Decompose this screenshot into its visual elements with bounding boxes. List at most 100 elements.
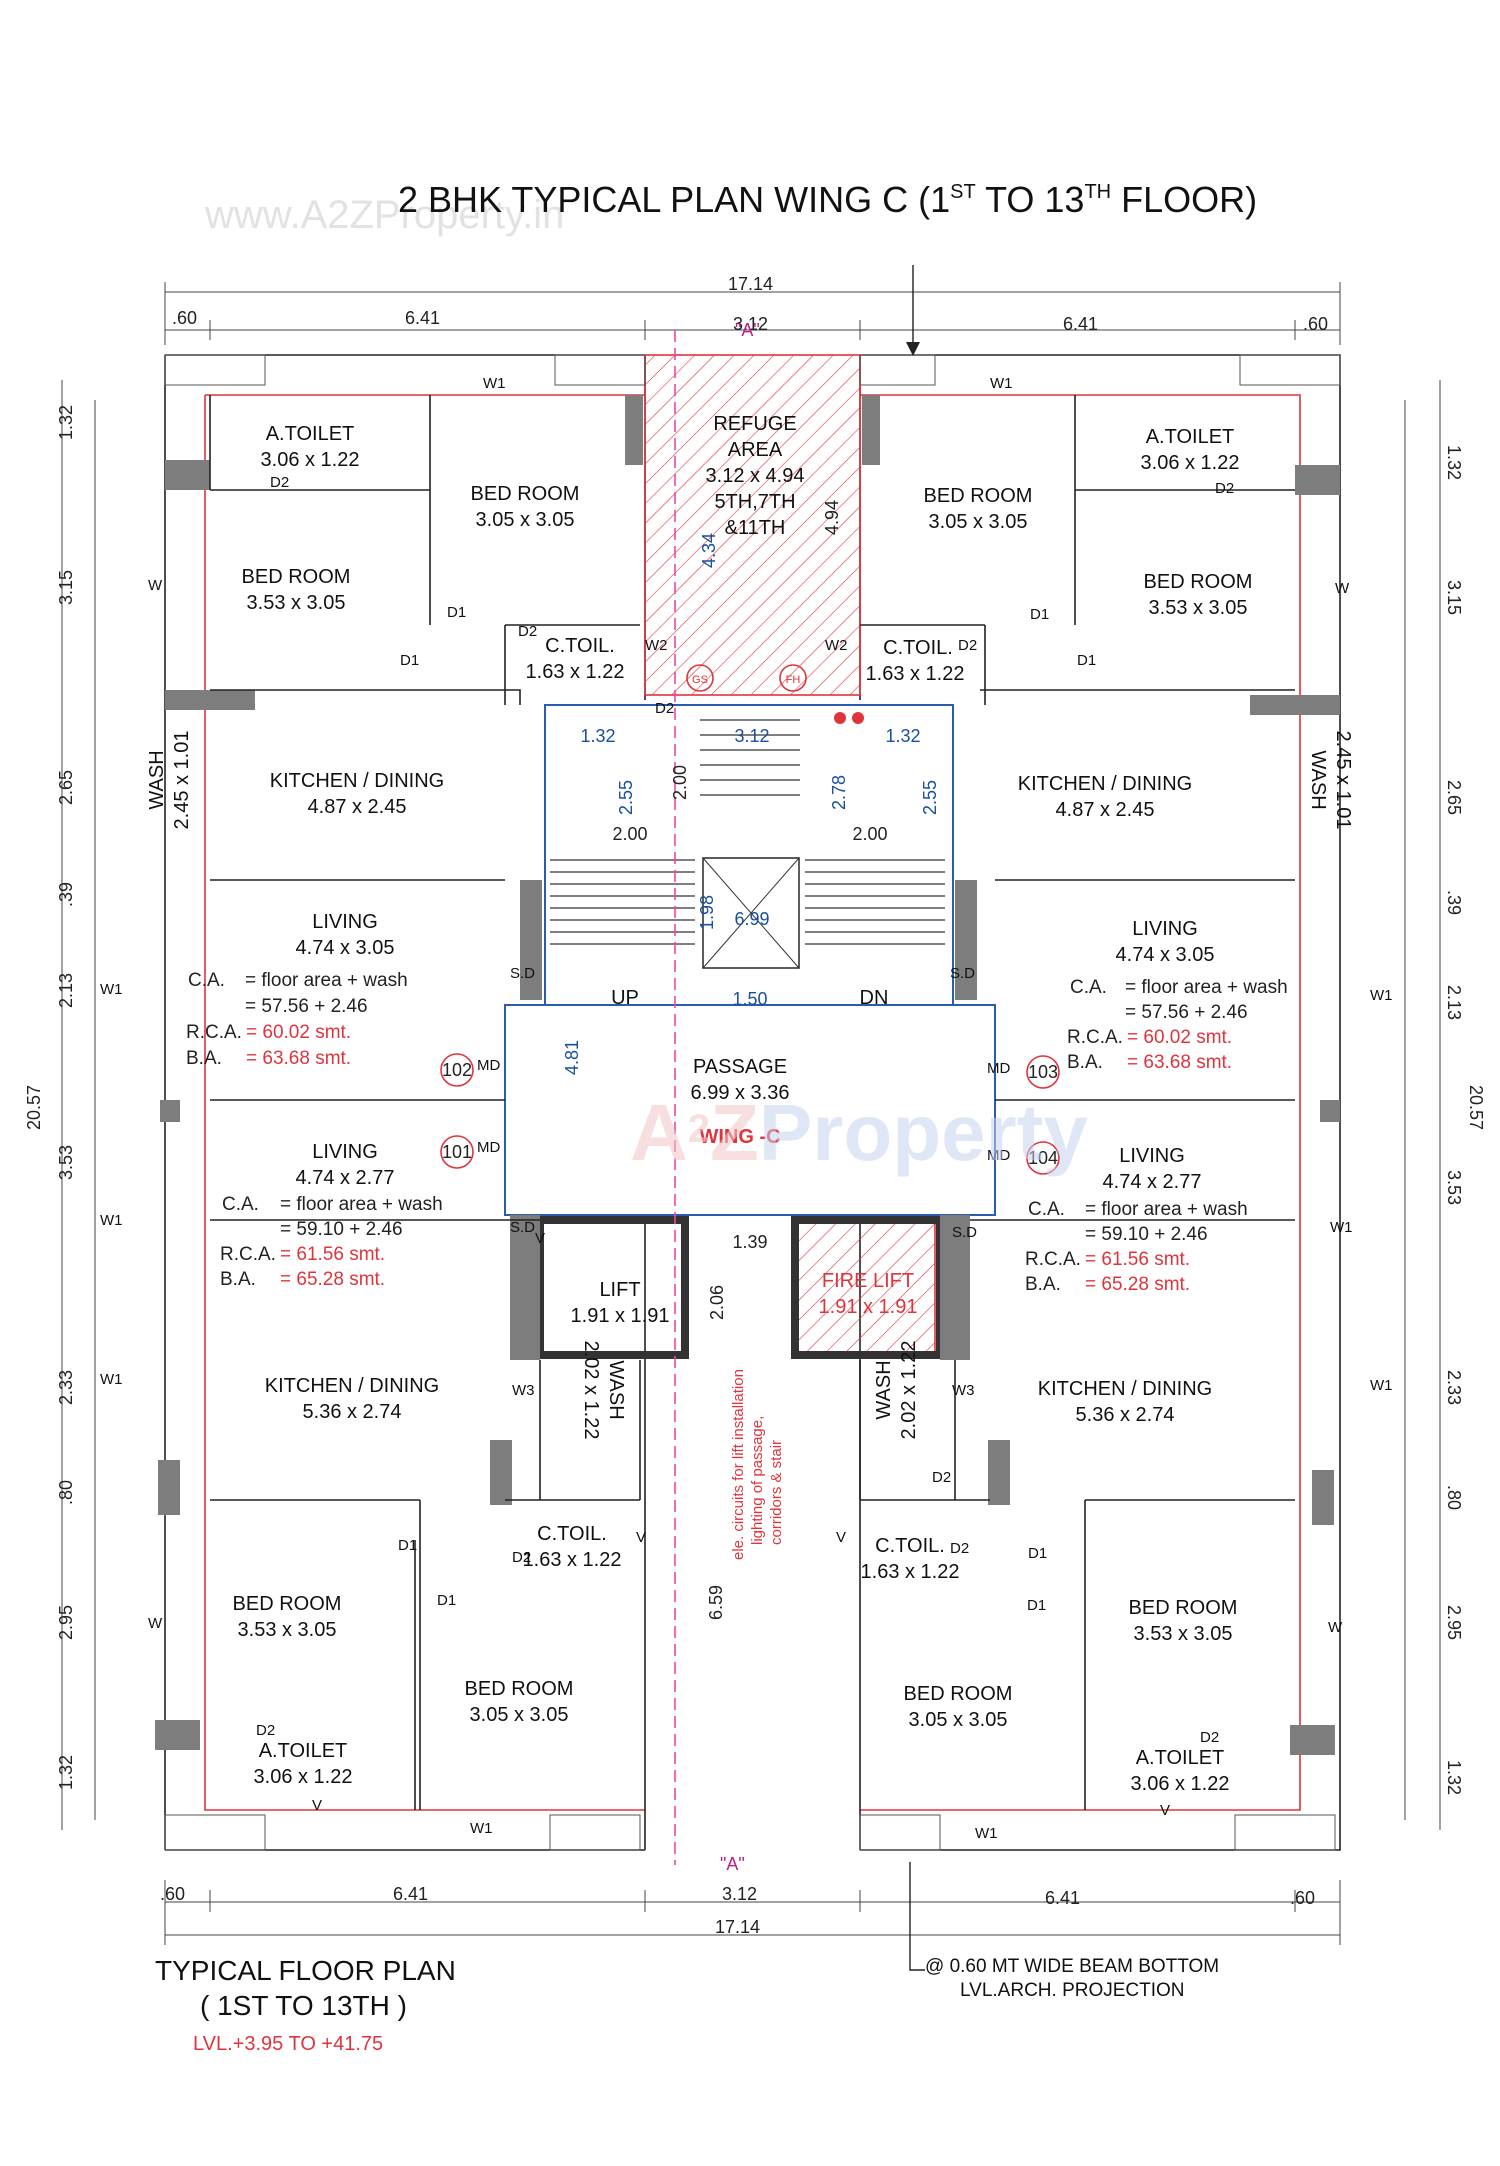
bl-bed2-size: 3.05 x 3.05 [470, 1704, 569, 1726]
tl-bed-name: BED ROOM [242, 566, 351, 588]
svg-text:= 60.02 smt.: = 60.02 smt. [246, 1022, 351, 1043]
tl-kitchen-size: 4.87 x 2.45 [308, 796, 407, 818]
svg-text:V: V [636, 1529, 646, 1546]
dim-left-2: 2.65 [56, 770, 76, 805]
tr-bed-size: 3.53 x 3.05 [1149, 597, 1248, 619]
svg-text:= 63.68 smt.: = 63.68 smt. [246, 1048, 351, 1069]
svg-text:104: 104 [1028, 1148, 1058, 1168]
svg-text:D2: D2 [1215, 480, 1234, 497]
dim-bottom-0: .60 [160, 1884, 185, 1904]
stair-dim-200b: 2.00 [852, 824, 887, 844]
overall-height-left: 20.57 [24, 1085, 44, 1130]
svg-text:R.C.A.: R.C.A. [1025, 1249, 1081, 1270]
svg-text:B.A.: B.A. [1067, 1052, 1103, 1073]
dim-right-6: 2.33 [1444, 1370, 1464, 1405]
tl-kitchen-name: KITCHEN / DINING [270, 770, 444, 792]
tr-wash-name: WASH [1307, 750, 1329, 809]
red-dot-2 [852, 712, 864, 724]
svg-text:D2: D2 [950, 1540, 969, 1557]
dim-left-6: 2.33 [56, 1370, 76, 1405]
stair-dim-198: 1.98 [697, 895, 717, 930]
svg-text:D1: D1 [398, 1537, 417, 1554]
svg-text:= 60.02 smt.: = 60.02 smt. [1127, 1027, 1232, 1048]
tl-bed-size: 3.53 x 3.05 [247, 592, 346, 614]
br-bed2-name: BED ROOM [904, 1683, 1013, 1705]
refuge-dim-494: 4.94 [822, 500, 842, 535]
svg-text:C.A.: C.A. [1070, 977, 1107, 998]
dim-left-4: 2.13 [56, 973, 76, 1008]
svg-text:W: W [1335, 580, 1350, 597]
stair-well-diag2 [702, 857, 800, 969]
electrical-note: ele. circuits for lift installation ligh… [730, 1369, 785, 1560]
svg-text:B.A.: B.A. [1025, 1274, 1061, 1295]
stair-dim-255a: 2.55 [616, 780, 636, 815]
svg-text:B.A.: B.A. [220, 1269, 256, 1290]
svg-text:W3: W3 [512, 1382, 535, 1399]
svg-text:MD: MD [987, 1147, 1010, 1164]
br-toilet-name: A.TOILET [1136, 1747, 1225, 1769]
fh-label: FH [786, 674, 801, 686]
dim-left-7: .80 [56, 1480, 76, 1505]
bl-wash-name: WASH [605, 1360, 627, 1419]
window-sills [164, 354, 1341, 1851]
bl-ctoil-name: C.TOIL. [537, 1523, 607, 1545]
stair-dim-255b: 2.55 [920, 780, 940, 815]
svg-text:W: W [148, 1615, 163, 1632]
bl-toilet-name: A.TOILET [259, 1740, 348, 1762]
dim-top-0: .60 [172, 308, 197, 328]
stair-dim-200a: 2.00 [612, 824, 647, 844]
refuge-size: 3.12 x 4.94 [706, 465, 805, 487]
bottom-dimension-chain: .60 6.41 3.12 6.41 .60 17.14 [160, 1880, 1341, 1945]
dim-right-3: .39 [1444, 890, 1464, 915]
dim-top-3: 6.41 [1063, 314, 1098, 334]
red-dot-1 [834, 712, 846, 724]
dim-left-1: 3.15 [56, 570, 76, 605]
svg-text:W1: W1 [975, 1825, 998, 1842]
svg-text:W1: W1 [100, 981, 123, 998]
gs-marker [686, 664, 714, 692]
dim-right-7: .80 [1444, 1485, 1464, 1510]
br-wash-name: WASH [873, 1360, 895, 1419]
brand-logo: A2ZProperty [630, 1088, 1088, 1177]
wall-blocks [155, 395, 1340, 1755]
beam-note-line2: LVL.ARCH. PROJECTION [960, 1980, 1185, 2001]
svg-text:D2: D2 [256, 1722, 275, 1739]
svg-text:S.D: S.D [950, 965, 975, 982]
tl-toilet-size: 3.06 x 1.22 [261, 449, 360, 471]
overall-width-top: 17.14 [728, 274, 773, 294]
svg-text:W1: W1 [100, 1212, 123, 1229]
bl-ctoil-size: 1.63 x 1.22 [523, 1549, 622, 1571]
stair-landing-dim: 6.99 [734, 909, 769, 929]
svg-text:= floor area + wash: = floor area + wash [1125, 977, 1288, 998]
tr-bed-name: BED ROOM [1144, 571, 1253, 593]
svg-text:R.C.A.: R.C.A. [1067, 1027, 1123, 1048]
svg-text:W1: W1 [100, 1371, 123, 1388]
svg-text:D2: D2 [270, 474, 289, 491]
dim-right-8: 2.95 [1444, 1605, 1464, 1640]
tl-wash-size: 2.45 x 1.01 [171, 731, 193, 830]
passage-name: PASSAGE [693, 1056, 787, 1078]
dim-bottom-3: 6.41 [1045, 1888, 1080, 1908]
tl-toilet-name: A.TOILET [266, 423, 355, 445]
br-bed-name: BED ROOM [1129, 1597, 1238, 1619]
dim-left-0: 1.32 [56, 405, 76, 440]
tl-wash-name: WASH [146, 750, 168, 809]
bl-toilet-size: 3.06 x 1.22 [254, 1766, 353, 1788]
svg-text:4.74 x 2.77: 4.74 x 2.77 [1103, 1171, 1202, 1193]
right-dimension-chain: 1.32 3.15 2.65 .39 2.13 3.53 2.33 .80 2.… [1404, 380, 1486, 1830]
tl-bed2-size: 3.05 x 3.05 [476, 509, 575, 531]
br-kitchen-name: KITCHEN / DINING [1038, 1378, 1212, 1400]
svg-text:W1: W1 [470, 1820, 493, 1837]
flat-102-info: LIVING 4.74 x 3.05 C.A. = floor area + w… [186, 911, 474, 1087]
passage-size: 6.99 x 3.36 [691, 1082, 790, 1104]
dim-bottom-1: 6.41 [393, 1884, 428, 1904]
bl-kitchen-size: 5.36 x 2.74 [303, 1401, 402, 1423]
svg-text:corridors & stair: corridors & stair [768, 1440, 785, 1545]
br-ctoil-name: C.TOIL. [875, 1535, 945, 1557]
footer-subtitle: ( 1ST TO 13TH ) [200, 1990, 407, 2021]
svg-text:V: V [1160, 1802, 1170, 1819]
partitions [209, 395, 1295, 1810]
svg-text:V: V [312, 1797, 322, 1814]
svg-text:4.74 x 2.77: 4.74 x 2.77 [296, 1167, 395, 1189]
stair-dim-200v: 2.00 [670, 765, 690, 800]
